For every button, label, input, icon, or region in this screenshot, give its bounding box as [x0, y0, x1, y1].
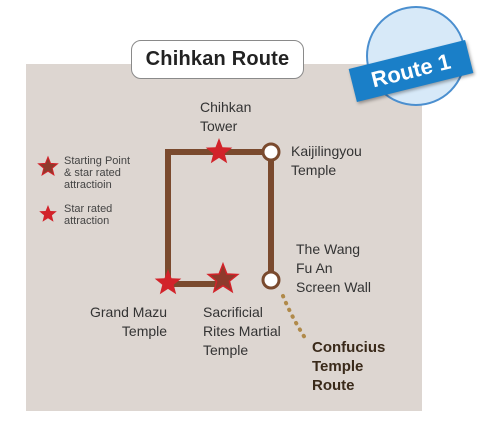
dotted-path-to-confucius [281, 294, 309, 343]
star-sacrificial-rites-start-icon [206, 261, 240, 294]
legend-item-star-rated: Star rated attraction [58, 203, 112, 227]
map-panel [26, 64, 422, 411]
starting-point-star-icon [37, 155, 59, 176]
route-title: Chihkan Route [131, 40, 304, 79]
label-sacrificial-rites-martial-temple: Sacrificial Rites Martial Temple [203, 304, 281, 358]
stop-kaijilingyou-temple [261, 142, 281, 162]
stop-wang-fu-an [261, 270, 281, 290]
label-chihkan-tower: Chihkan Tower [200, 99, 252, 134]
label-kaijilingyou-temple: Kaijilingyou Temple [291, 143, 362, 178]
star-rated-icon [39, 205, 57, 222]
label-wang-fu-an-screen-wall: The Wang Fu An Screen Wall [296, 241, 371, 295]
legend-item-starting-point: Starting Point & star rated attractioin [58, 155, 130, 191]
star-chihkan-tower-icon [205, 138, 233, 164]
route-path [165, 149, 274, 285]
label-grand-mazu-temple: Grand Mazu Temple [90, 304, 168, 339]
legend-label: Star rated attraction [64, 203, 113, 227]
star-grand-mazu-temple-icon [154, 269, 182, 295]
label-confucius-temple-route: Confucius Temple Route [312, 339, 386, 394]
legend-label: Starting Point & star rated attractioin [64, 155, 131, 191]
